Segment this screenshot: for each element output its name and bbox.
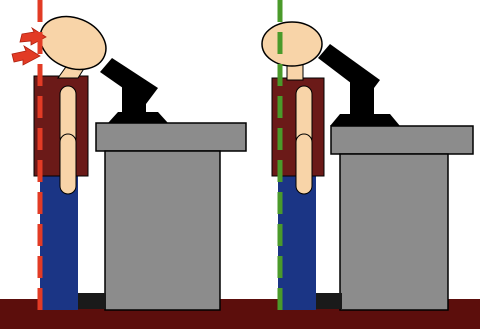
microscope-tube [100, 58, 158, 104]
microscope-base [330, 114, 400, 126]
podium-top [95, 122, 247, 152]
podium-top [330, 125, 474, 155]
podium-left [95, 122, 247, 311]
forearm [59, 133, 77, 195]
microscope-tube [318, 44, 380, 96]
panel-good-posture [261, 0, 474, 312]
podium-body [104, 150, 221, 311]
podium-body [339, 153, 449, 311]
head-left [39, 15, 107, 71]
head-right [261, 21, 323, 67]
podium-right [330, 125, 474, 311]
microscope-left [100, 58, 168, 123]
microscope-right [318, 44, 400, 126]
microscope-base [108, 112, 168, 123]
arm-right [295, 85, 313, 195]
pants-right [278, 175, 316, 310]
pants-left [40, 175, 78, 310]
forearm [295, 133, 313, 195]
strain-arrow-lower [11, 45, 41, 66]
arm-left [59, 85, 77, 195]
panel-bad-posture [11, 0, 247, 312]
